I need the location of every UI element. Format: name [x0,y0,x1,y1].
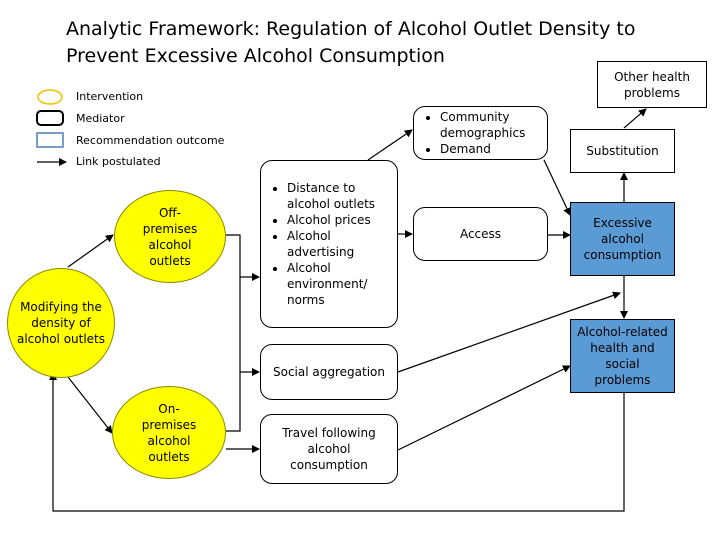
legend-mediator-symbol [36,110,64,126]
node-on-premises: On-premises alcohol outlets [112,386,226,479]
node-off-premises: Off-premises alcohol outlets [114,190,226,283]
arrow-travel-to-alcohol-related [397,365,571,451]
connector-off-bracket [226,234,241,432]
legend-intervention-symbol [37,89,63,105]
list-item: Demand [440,141,539,157]
node-other-health: Other health problems [597,61,707,108]
list-item: Community demographics [440,109,539,141]
title-line-1: Analytic Framework: Regulation of Alcoho… [66,18,636,40]
node-modifying-density: Modifying the density of alcohol outlets [7,268,115,378]
legend-mediator-label: Mediator [76,112,125,125]
title-line-2: Prevent Excessive Alcohol Consumption [66,45,445,67]
arrow-mediators-to-community [367,129,413,161]
feedback-loop-arrow [49,372,625,512]
arrow-social-to-excessive [397,291,621,373]
legend-intervention-label: Intervention [76,90,144,103]
page-title: Analytic Framework: Regulation of Alcoho… [66,16,635,70]
mediators-list: Distance to alcohol outletsAlcohol price… [273,180,389,308]
community-list: Community demographicsDemand [426,109,539,157]
node-social-aggregation: Social aggregation [260,344,398,400]
node-excessive-consumption: Excessive alcohol consumption [570,202,675,276]
arrow-modifying-to-off [67,234,114,268]
arrow-community-to-excessive [543,159,571,216]
node-community-demand: Community demographicsDemand [413,106,548,160]
node-substitution: Substitution [570,129,675,173]
legend-outcome-label: Recommendation outcome [76,134,225,147]
legend-outcome-symbol [36,132,64,148]
list-item: Distance to alcohol outlets [287,180,389,212]
node-travel: Travel following alcohol consumption [260,414,398,484]
legend-link-label: Link postulated [76,155,161,168]
list-item: Alcohol environment/ norms [287,260,389,308]
node-alcohol-related: Alcohol-related health and social proble… [570,319,675,393]
node-access: Access [413,207,548,261]
list-item: Alcohol prices [287,212,389,228]
arrow-modifying-to-on [67,376,113,434]
node-mediators-list: Distance to alcohol outletsAlcohol price… [260,160,398,328]
list-item: Alcohol advertising [287,228,389,260]
arrow-substitution-to-other [623,108,647,129]
